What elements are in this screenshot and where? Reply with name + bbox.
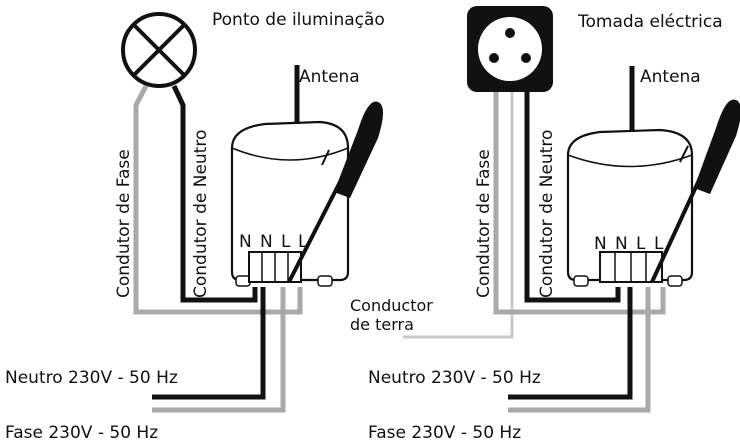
left-terminal-labels: N N L L	[239, 232, 308, 252]
lamp-icon	[121, 12, 197, 88]
right-neutral-supply-label: Neutro 230V - 50 Hz	[368, 368, 541, 388]
right-phase-supply-label: Fase 230V - 50 Hz	[368, 423, 521, 443]
left-neutral-conductor-label: Condutor de Neutro	[191, 130, 211, 298]
socket-icon	[467, 6, 553, 92]
right-neutral-wire	[524, 92, 621, 303]
left-terminal-label-3: L	[281, 232, 291, 252]
left-phase-supply-label: Fase 230V - 50 Hz	[5, 423, 158, 443]
right-antenna-label: Antena	[640, 67, 701, 87]
earth-conductor-label-line2: de terra	[350, 315, 414, 334]
right-terminal-labels: N N L L	[594, 234, 664, 254]
right-terminal-label-2: N	[615, 234, 628, 254]
right-neutral-supply-wire	[508, 287, 633, 400]
left-neutral-supply-label: Neutro 230V - 50 Hz	[5, 368, 178, 388]
right-phase-wire	[493, 92, 666, 315]
left-title: Ponto de iluminação	[212, 10, 385, 30]
left-phase-conductor-label: Condutor de Fase	[114, 149, 134, 298]
left-phase-wire	[133, 84, 303, 315]
left-antenna-label: Antena	[299, 67, 360, 87]
right-terminal-label-4: L	[654, 234, 664, 254]
left-receiver	[230, 120, 350, 287]
earth-wire	[403, 92, 514, 339]
right-title: Tomada eléctrica	[577, 12, 723, 32]
screwdriver-icon	[650, 99, 740, 283]
left-neutral-supply-wire	[152, 287, 266, 400]
right-terminal-label-3: L	[636, 234, 646, 254]
left-terminal-label-1: N	[239, 232, 252, 252]
left-neutral-wire	[171, 84, 258, 303]
right-receiver	[566, 128, 694, 287]
right-panel: Tomada eléctrica Antena Condutor de Fase…	[350, 6, 740, 443]
left-phase-supply-wire	[152, 287, 286, 413]
right-neutral-conductor-label: Condutor de Neutro	[537, 130, 557, 298]
left-panel: Ponto de iluminação Antena Condutor de F…	[5, 10, 385, 443]
left-terminal-label-4: L	[298, 232, 308, 252]
right-phase-supply-wire	[508, 287, 651, 413]
left-terminal-label-2: N	[260, 232, 273, 252]
right-terminal-label-1: N	[594, 234, 607, 254]
screwdriver-icon	[287, 101, 383, 283]
earth-conductor-label-line1: Conductor	[350, 296, 433, 315]
right-phase-conductor-label: Condutor de Fase	[474, 149, 494, 298]
